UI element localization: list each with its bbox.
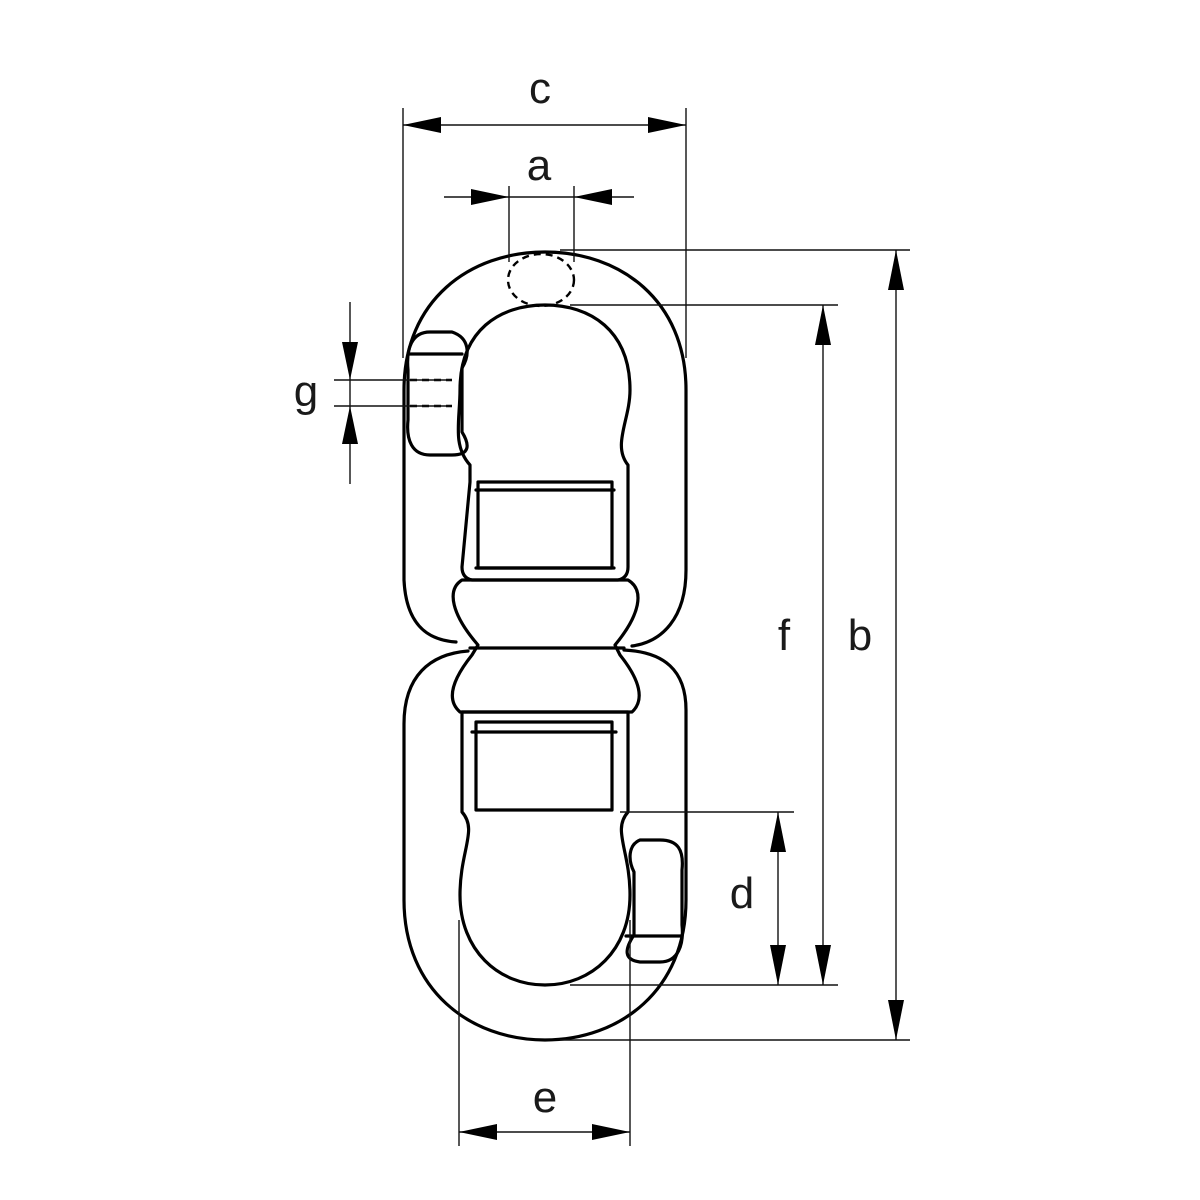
arrow-f-bottom [815, 945, 831, 985]
dimension-lines [342, 117, 904, 1140]
lower-latch-pin [625, 838, 684, 964]
lower-eye-outer [402, 648, 688, 1042]
arrow-b-top [888, 250, 904, 290]
arrow-d-top [770, 812, 786, 852]
lower-thread-block [474, 720, 614, 812]
swivel-collar [450, 578, 641, 714]
arrow-c-right [648, 117, 686, 133]
arrow-c-left [403, 117, 441, 133]
arrow-g-bottom [342, 406, 358, 444]
arrow-e-right [592, 1124, 630, 1140]
lower-eye-inner [458, 710, 632, 987]
arrow-d-bottom [770, 945, 786, 985]
label-a: a [527, 141, 552, 190]
upper-eye-inner [456, 303, 632, 582]
arrow-e-left [459, 1124, 497, 1140]
extension-lines [334, 108, 910, 1146]
label-b: b [848, 611, 872, 660]
hidden-bore [506, 252, 576, 308]
upper-latch-pin [406, 330, 469, 457]
label-d: d [730, 869, 754, 918]
label-c: c [529, 64, 551, 113]
arrow-f-top [815, 305, 831, 345]
swivel-body [402, 250, 688, 1042]
arrow-a-right [574, 189, 612, 205]
upper-thread-block [476, 480, 614, 570]
label-g: g [294, 367, 318, 416]
arrow-a-left [471, 189, 509, 205]
label-f: f [778, 611, 791, 660]
arrow-g-top [342, 342, 358, 380]
arrow-b-bottom [888, 1000, 904, 1040]
upper-latch-hidden [410, 378, 452, 408]
dimension-labels: c a b f d e g [294, 64, 872, 1122]
label-e: e [533, 1073, 557, 1122]
upper-eye-outer [402, 250, 688, 648]
